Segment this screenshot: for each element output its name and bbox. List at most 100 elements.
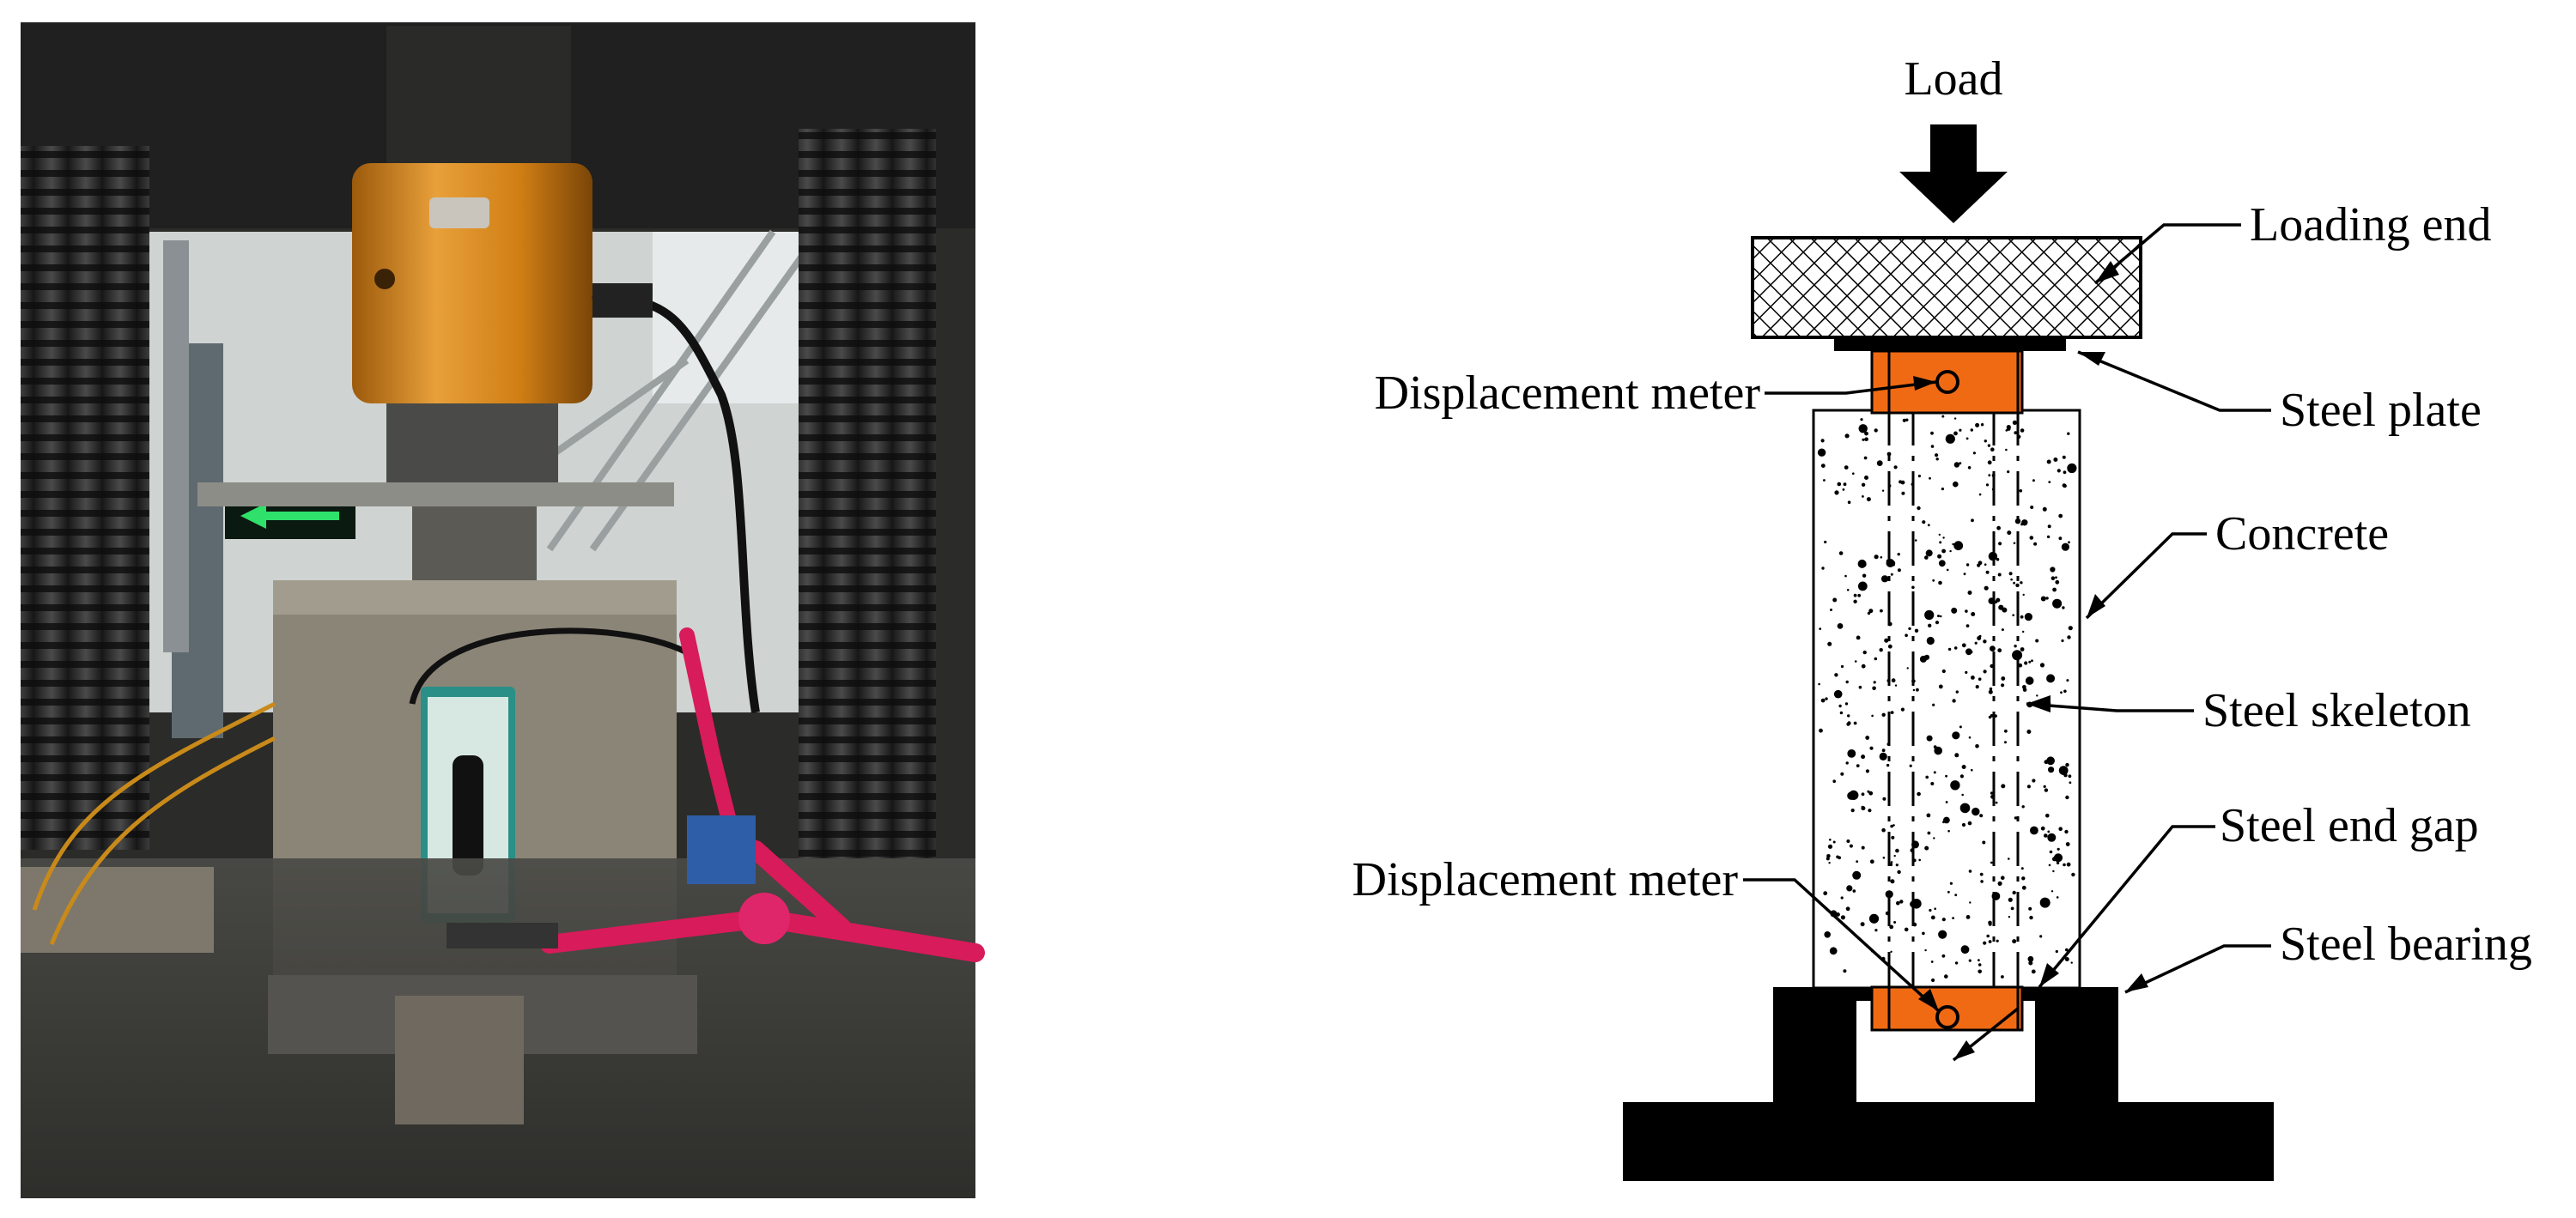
aggregate-dot <box>2052 598 2063 609</box>
aggregate-dot <box>1997 573 2002 577</box>
aggregate-dot <box>2020 428 2025 433</box>
aggregate-dot <box>1959 462 1962 465</box>
aggregate-dot <box>1968 736 1971 739</box>
aggregate-dot <box>1846 589 1850 591</box>
aggregate-dot <box>1868 791 1874 796</box>
aggregate-dot <box>2039 663 2045 668</box>
aggregate-dot <box>1879 648 1883 652</box>
aggregate-dot <box>1965 670 1968 675</box>
aggregate-dot <box>1916 688 1919 692</box>
concrete-block-shade <box>273 580 677 615</box>
aggregate-dot <box>2019 489 2023 493</box>
aggregate-dot <box>1990 861 1993 864</box>
aggregate-dot <box>1861 754 1866 760</box>
aggregate-dot <box>2066 679 2069 682</box>
aggregate-dot <box>2067 463 2077 474</box>
aggregate-dot <box>2044 788 2049 792</box>
aggregate-dot <box>1832 840 1836 844</box>
aggregate-dot <box>1832 779 1836 783</box>
aggregate-dot <box>1967 591 1972 595</box>
aggregate-dot <box>1917 904 1920 908</box>
aggregate-dot <box>1861 482 1866 487</box>
aggregate-dot <box>2061 639 2064 643</box>
aggregate-dot <box>1965 609 1968 613</box>
aggregate-dot <box>1947 647 1952 651</box>
displacement-meter-bottom-label: Displacement meter <box>1352 853 1739 906</box>
aggregate-dot <box>1857 581 1868 591</box>
aggregate-dot <box>1852 870 1862 880</box>
aggregate-dot <box>1924 555 1929 560</box>
aggregate-dot <box>1947 829 1950 833</box>
aggregate-dot <box>1908 627 1911 631</box>
aggregate-dot <box>2014 518 2021 524</box>
aggregate-dot <box>1942 536 1945 539</box>
aggregate-dot <box>1865 769 1869 773</box>
aggregate-dot <box>2004 729 2008 733</box>
aggregate-dot <box>1949 882 1953 885</box>
aggregate-dot <box>2056 861 2060 865</box>
aggregate-dot <box>2058 536 2063 541</box>
aggregate-dot <box>1978 493 1982 496</box>
aggregate-dot <box>2013 581 2016 585</box>
aggregate-dot <box>2021 519 2028 526</box>
aggregate-dot <box>2060 691 2063 694</box>
aggregate-dot <box>1852 889 1856 893</box>
aggregate-dot <box>1927 831 1931 835</box>
aggregate-dot <box>2063 863 2066 867</box>
aggregate-dot <box>1945 801 1948 803</box>
aggregate-dot <box>1893 824 1895 827</box>
magnetic-base <box>687 815 756 884</box>
aggregate-dot <box>1965 563 1970 567</box>
aggregate-dot <box>1955 690 1959 694</box>
aggregate-dot <box>1914 539 1917 542</box>
aggregate-dot <box>1869 859 1874 864</box>
aggregate-dot <box>1826 854 1831 858</box>
aggregate-dot <box>1868 913 1880 924</box>
aggregate-dot <box>2020 647 2025 651</box>
sensor-cable-loop <box>409 627 689 705</box>
aggregate-dot <box>1983 670 1987 674</box>
aggregate-dot <box>1874 554 1879 560</box>
aggregate-dot <box>1847 714 1850 718</box>
aggregate-dot <box>1997 648 2002 653</box>
aggregate-dot <box>1858 424 1868 433</box>
aggregate-dot <box>1926 735 1933 742</box>
aggregate-dot <box>1990 645 1996 651</box>
aggregate-dot <box>1959 428 1962 432</box>
aggregate-dot <box>1967 821 1972 826</box>
cable-conduit <box>163 240 189 652</box>
aggregate-dot <box>2012 939 2017 944</box>
aggregate-dot <box>1838 856 1842 860</box>
aggregate-dot <box>1890 824 1893 828</box>
side-block <box>21 867 214 953</box>
aggregate-dot <box>2021 805 2025 809</box>
aggregate-dot <box>1844 574 1847 578</box>
aggregate-dot <box>1941 415 1945 418</box>
aggregate-dot <box>1988 922 1992 926</box>
aggregate-dot <box>1829 947 1838 955</box>
aggregate-dot <box>1862 495 1864 498</box>
aggregate-dot <box>1879 752 1887 761</box>
aggregate-dot <box>1941 488 1944 491</box>
load-cell <box>352 163 592 403</box>
aggregate-dot <box>1951 607 1958 614</box>
aggregate-dot <box>1880 575 1889 583</box>
aggregate-dot <box>1840 915 1845 920</box>
aggregate-dot <box>1996 939 1999 942</box>
aggregate-dot <box>2030 826 2038 835</box>
aggregate-dot <box>1938 580 1942 585</box>
concrete-aggregate <box>1817 415 2077 983</box>
aggregate-dot <box>1845 761 1849 765</box>
aggregate-dot <box>1894 684 1898 687</box>
aggregate-dot <box>2061 542 2069 551</box>
aggregate-dot <box>1912 688 1916 692</box>
aggregate-dot <box>1846 839 1850 843</box>
aggregate-dot <box>1979 814 1984 818</box>
aggregate-dot <box>2028 960 2033 966</box>
aggregate-dot <box>2044 760 2049 765</box>
aggregate-dot <box>2068 626 2073 631</box>
aggregate-dot <box>1900 480 1905 485</box>
sensor-cable-top <box>592 294 760 713</box>
aggregate-dot <box>1880 609 1883 613</box>
aggregate-dot <box>1846 885 1853 892</box>
